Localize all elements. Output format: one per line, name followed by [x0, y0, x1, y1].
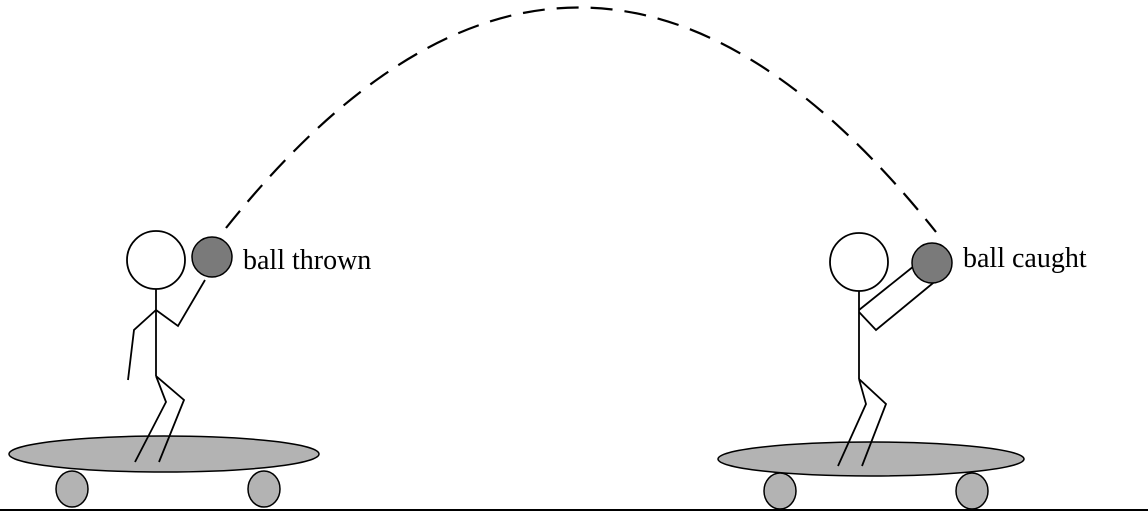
- catcher-front-leg: [858, 378, 888, 467]
- catcher-back-leg: [837, 378, 867, 467]
- thrower-front-leg: [155, 375, 186, 463]
- thrower-group: ball thrown: [8, 230, 371, 508]
- thrower-throwing-arm: [155, 279, 206, 328]
- ball-thrown-label: ball thrown: [243, 245, 371, 276]
- left-skateboard-deck: [8, 435, 320, 473]
- catcher-head: [829, 232, 889, 292]
- thrower-figure: [126, 230, 206, 463]
- catcher-figure: [829, 232, 945, 467]
- right-skateboard: [717, 441, 1025, 510]
- left-skateboard-wheel-back: [247, 470, 281, 508]
- left-skateboard-wheel-front: [55, 470, 89, 508]
- ball-caught: [911, 242, 953, 284]
- right-skateboard-wheel-front: [763, 472, 797, 510]
- left-skateboard: [8, 435, 320, 508]
- thrower-head: [126, 230, 186, 290]
- catcher-upper-arm: [858, 265, 915, 311]
- right-skateboard-wheel-back: [955, 472, 989, 510]
- ball-thrown: [191, 236, 233, 278]
- right-skateboard-deck: [717, 441, 1025, 477]
- ball-trajectory-arc: [225, 6, 937, 233]
- catcher-group: ball caught: [717, 232, 1087, 510]
- catcher-lower-arm: [858, 273, 945, 332]
- thrower-back-leg: [134, 375, 167, 463]
- thrower-back-arm: [127, 309, 157, 381]
- ball-caught-label: ball caught: [963, 243, 1087, 274]
